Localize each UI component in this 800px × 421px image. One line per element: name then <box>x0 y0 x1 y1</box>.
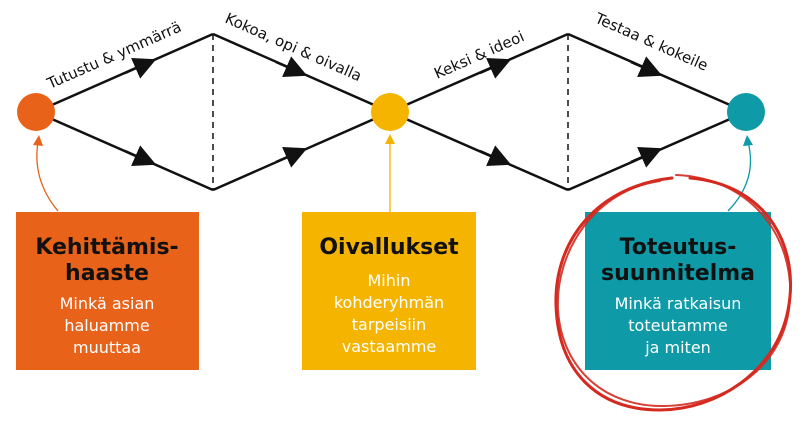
box-plan-sub-2: toteutamme <box>628 316 727 335</box>
box-insights: Oivallukset Mihin kohderyhmän tarpeisiin… <box>302 212 476 370</box>
diamond-2-lower-right-edge <box>567 110 747 192</box>
diamond-1-lower-right-edge <box>212 110 391 192</box>
diamond-1 <box>35 32 391 192</box>
highlight-circle <box>554 174 793 412</box>
box-plan-title-2: suunnitelma <box>601 261 755 286</box>
arrow-icon <box>124 145 157 166</box>
stage-label-deliver: Testaa & kokeile <box>591 9 710 75</box>
box-challenge-title-1: Kehittämis- <box>35 235 178 260</box>
box-plan: Toteutus- suunnitelma Minkä ratkaisun to… <box>585 212 771 370</box>
box-insights-title: Oivallukset <box>319 235 459 260</box>
arrow-icon <box>275 147 308 168</box>
diamond-2-upper-left-edge <box>389 32 569 114</box>
box-challenge-sub-2: haluamme <box>64 316 149 335</box>
box-insights-sub-4: vastaamme <box>342 337 437 356</box>
arrowhead-icon <box>33 135 43 146</box>
stage-label-develop: Keksi & ideoi <box>431 27 527 82</box>
arrow-icon <box>630 147 663 168</box>
arrowhead-icon <box>385 134 395 144</box>
arrowhead-icon <box>743 135 753 146</box>
connector-insights <box>385 134 395 213</box>
box-plan-sub-3: ja miten <box>644 338 711 357</box>
box-challenge-sub-1: Minkä asian <box>60 294 155 313</box>
node-mid-yellow <box>371 93 409 131</box>
arrow-icon <box>124 58 157 79</box>
box-challenge: Kehittämis- haaste Minkä asian haluamme … <box>16 212 199 370</box>
diamond-2 <box>389 32 747 192</box>
diamond-2-lower-left-edge <box>389 110 569 192</box>
arrow-icon <box>630 56 663 77</box>
box-insights-sub-3: tarpeisiin <box>352 315 426 334</box>
box-plan-sub-1: Minkä ratkaisun <box>615 294 742 313</box>
arrow-icon <box>479 58 512 79</box>
connector-plan <box>727 135 753 212</box>
box-insights-sub-1: Mihin <box>368 271 411 290</box>
node-start-orange <box>17 93 55 131</box>
box-plan-title-1: Toteutus- <box>620 235 737 260</box>
connector-challenge <box>33 135 59 212</box>
diamond-1-lower-left-edge <box>35 110 214 192</box>
box-insights-sub-2: kohderyhmän <box>334 293 444 312</box>
box-challenge-title-2: haaste <box>65 261 149 286</box>
arrow-icon <box>275 56 308 77</box>
diamond-1-upper-left-edge <box>35 32 214 114</box>
arrow-icon <box>479 145 512 166</box>
box-challenge-sub-3: muuttaa <box>73 338 141 357</box>
node-end-teal <box>727 93 765 131</box>
